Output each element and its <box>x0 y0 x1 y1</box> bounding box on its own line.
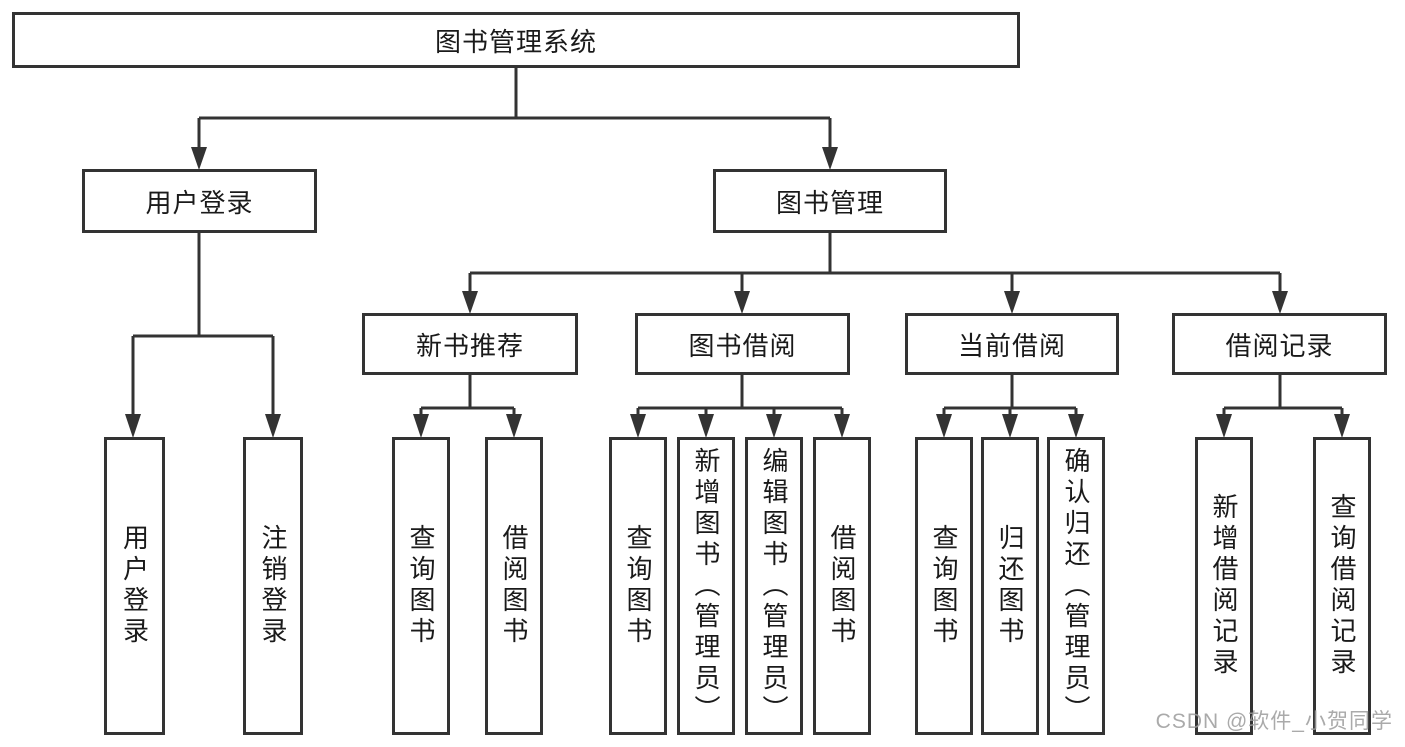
leaf-label: 新增图书（管理员） <box>691 446 721 726</box>
node-book-borrowing: 图书借阅 <box>635 313 850 375</box>
leaf-label: 查询图书 <box>623 524 653 648</box>
node-borrowing-records: 借阅记录 <box>1172 313 1387 375</box>
node-label: 当前借阅 <box>957 330 1066 361</box>
leaf-user-login: 用户登录 <box>104 437 165 735</box>
node-label: 借阅记录 <box>1225 330 1334 361</box>
csdn-watermark: CSDN @软件_小贺同学 <box>1155 710 1393 733</box>
leaf-label: 查询图书 <box>929 524 959 648</box>
leaf-return-books: 归还图书 <box>981 437 1039 735</box>
node-new-book-recommendation: 新书推荐 <box>362 313 578 375</box>
leaf-label: 归还图书 <box>995 524 1025 648</box>
leaf-logout: 注销登录 <box>243 437 303 735</box>
leaf-label: 借阅图书 <box>827 524 857 648</box>
node-label: 新书推荐 <box>415 330 524 361</box>
node-book-management: 图书管理 <box>713 169 947 233</box>
leaf-add-borrow-record: 新增借阅记录 <box>1195 437 1253 735</box>
leaf-label: 新增借阅记录 <box>1209 493 1239 679</box>
leaf-query-borrow-record: 查询借阅记录 <box>1313 437 1371 735</box>
node-library-management-system: 图书管理系统 <box>12 12 1020 68</box>
node-label: 图书借阅 <box>688 330 797 361</box>
leaf-add-book-admin: 新增图书（管理员） <box>677 437 735 735</box>
node-user-login: 用户登录 <box>82 169 317 233</box>
arrowheads <box>125 147 1350 438</box>
leaf-borrow-books-recommend: 借阅图书 <box>485 437 543 735</box>
leaf-query-books-borrowing: 查询图书 <box>609 437 667 735</box>
leaf-query-books-current: 查询图书 <box>915 437 973 735</box>
leaf-confirm-return-admin: 确认归还（管理员） <box>1047 437 1105 735</box>
node-label: 图书管理 <box>775 187 884 218</box>
node-label: 图书管理系统 <box>434 26 597 57</box>
node-current-borrowing: 当前借阅 <box>905 313 1119 375</box>
leaf-query-books-recommend: 查询图书 <box>392 437 450 735</box>
leaf-borrow-books: 借阅图书 <box>813 437 871 735</box>
node-label: 用户登录 <box>145 187 254 218</box>
leaf-label: 查询图书 <box>406 524 436 648</box>
leaf-edit-book-admin: 编辑图书（管理员） <box>745 437 803 735</box>
leaf-label: 编辑图书（管理员） <box>759 446 789 726</box>
leaf-label: 查询借阅记录 <box>1327 493 1357 679</box>
leaf-label: 注销登录 <box>258 524 288 648</box>
leaf-label: 借阅图书 <box>499 524 529 648</box>
leaf-label: 确认归还（管理员） <box>1061 446 1091 726</box>
leaf-label: 用户登录 <box>119 524 150 648</box>
